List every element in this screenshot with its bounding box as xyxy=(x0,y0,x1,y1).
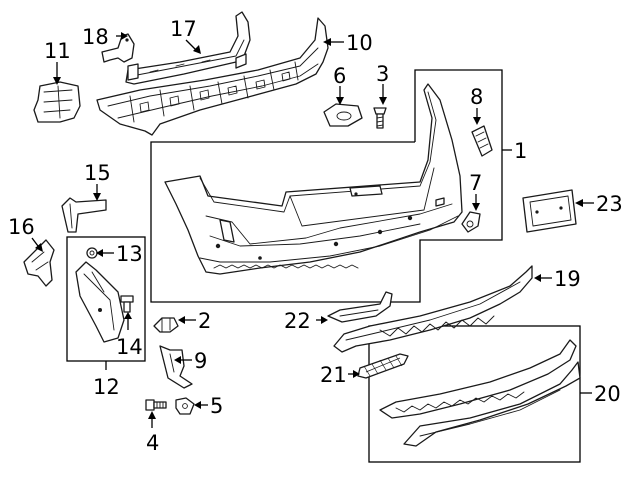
callout-21: 21 xyxy=(320,363,347,387)
reflector-part xyxy=(471,125,493,157)
lower-fascia-group-frame xyxy=(368,325,581,463)
lower-fascia-part xyxy=(379,339,581,447)
callout-3: 3 xyxy=(376,62,389,86)
callout-9: 9 xyxy=(194,349,207,373)
callout-8: 8 xyxy=(470,85,483,109)
callout-10: 10 xyxy=(346,31,373,55)
callout-20: 20 xyxy=(594,382,621,406)
trim-strip-part xyxy=(327,291,393,323)
callout-12: 12 xyxy=(93,375,120,399)
side-bracket-part xyxy=(23,239,55,287)
retainer-clip-part xyxy=(86,247,98,259)
callout-1: 1 xyxy=(514,139,527,163)
lower-bracket-part xyxy=(159,345,193,389)
callout-18: 18 xyxy=(82,25,109,49)
callout-leader-lines xyxy=(31,32,594,428)
nut-clip-part xyxy=(175,397,195,415)
lower-valance-part xyxy=(333,265,533,353)
upper-screw-part xyxy=(373,107,387,129)
callout-numbers: 1 2 3 4 5 6 7 8 9 10 11 12 13 14 15 16 1… xyxy=(8,17,623,455)
callout-16: 16 xyxy=(8,215,35,239)
push-fastener-part xyxy=(153,317,179,333)
mounting-plate-part xyxy=(323,103,363,127)
sensor-bracket-part xyxy=(461,211,481,233)
callout-5: 5 xyxy=(210,394,223,418)
callout-22: 22 xyxy=(284,309,311,333)
callout-2: 2 xyxy=(198,309,211,333)
callout-11: 11 xyxy=(44,39,71,63)
callout-23: 23 xyxy=(596,192,623,216)
upper-bracket-part xyxy=(101,33,135,63)
impact-bar-part xyxy=(125,11,251,85)
callout-13: 13 xyxy=(116,242,143,266)
callout-4: 4 xyxy=(146,431,159,455)
callout-15: 15 xyxy=(84,161,111,185)
energy-absorber-part xyxy=(96,17,329,136)
callout-7: 7 xyxy=(469,171,482,195)
license-plate-bracket-part xyxy=(522,189,577,233)
grille-insert-part xyxy=(357,353,409,379)
guide-bracket-part xyxy=(61,197,107,233)
bumper-cover-group-frame xyxy=(150,69,503,303)
callout-17: 17 xyxy=(170,17,197,41)
callout-19: 19 xyxy=(554,267,581,291)
support-bracket-part xyxy=(75,261,125,343)
lower-bolt-part xyxy=(145,399,167,411)
side-mount-bracket-part xyxy=(33,81,81,123)
bracket-bolt-part xyxy=(120,295,134,313)
callout-6: 6 xyxy=(333,64,346,88)
bumper-cover-part xyxy=(164,83,463,275)
callout-14: 14 xyxy=(116,335,143,359)
